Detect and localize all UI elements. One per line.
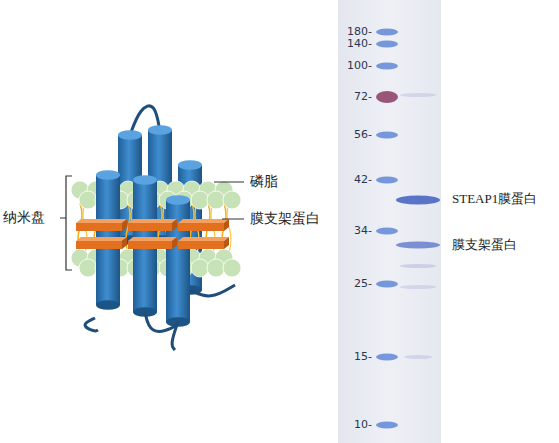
scaffold-bar	[128, 237, 177, 249]
marker-label: 10-	[354, 419, 372, 431]
leader-line	[222, 219, 244, 220]
scaffold-bar	[178, 219, 229, 231]
sample-band	[404, 355, 432, 359]
lipid-head	[79, 259, 97, 277]
ladder-band	[376, 422, 398, 429]
marker-label: 56-	[354, 129, 372, 141]
band-label: STEAP1膜蛋白	[452, 192, 537, 206]
ladder-band	[376, 354, 398, 361]
marker-label: 100-	[347, 60, 372, 72]
sample-band	[400, 93, 436, 97]
sample-band	[396, 196, 440, 205]
lipid-head	[79, 191, 97, 209]
marker-label: 140-	[347, 38, 372, 50]
band-label: 膜支架蛋白	[452, 238, 517, 252]
loop-line	[172, 322, 178, 350]
ladder-band	[376, 228, 398, 235]
part-label: 膜支架蛋白	[250, 211, 320, 226]
scaffold-bar	[178, 237, 229, 249]
lipid-head	[207, 259, 225, 277]
loop-line	[85, 318, 98, 331]
helix-cylinder	[166, 195, 190, 327]
lipid-head	[207, 191, 225, 209]
loop-line	[145, 312, 178, 331]
bracket	[60, 176, 72, 270]
ladder-band	[376, 63, 398, 70]
ladder-band	[376, 91, 398, 103]
lipid-head	[191, 259, 209, 277]
lipid-head	[191, 191, 209, 209]
nanodisc-illustration	[71, 106, 241, 350]
marker-label: 34-	[354, 225, 372, 237]
scaffold-bar	[76, 219, 127, 231]
nanodisc-label: 纳米盘	[3, 210, 45, 225]
marker-label: 42-	[354, 174, 372, 186]
leader-line	[214, 182, 244, 183]
loop-line	[190, 285, 235, 296]
scaffold-bar	[76, 237, 127, 249]
sample-band	[400, 285, 436, 289]
marker-label: 25-	[354, 278, 372, 290]
ladder-band	[376, 177, 398, 184]
sample-band	[400, 264, 436, 268]
marker-label: 180-	[347, 26, 372, 38]
ladder-band	[376, 29, 398, 36]
ladder-band	[376, 281, 398, 288]
part-label: 磷脂	[250, 174, 278, 189]
scaffold-bar	[128, 219, 177, 231]
sample-band	[396, 242, 440, 249]
marker-label: 72-	[354, 91, 372, 103]
ladder-band	[376, 132, 398, 139]
ladder-band	[376, 41, 398, 48]
gel-bands	[376, 29, 440, 429]
lipid-head	[223, 191, 241, 209]
gel-background	[338, 0, 441, 443]
marker-label: 15-	[354, 351, 372, 363]
lipid-head	[223, 259, 241, 277]
